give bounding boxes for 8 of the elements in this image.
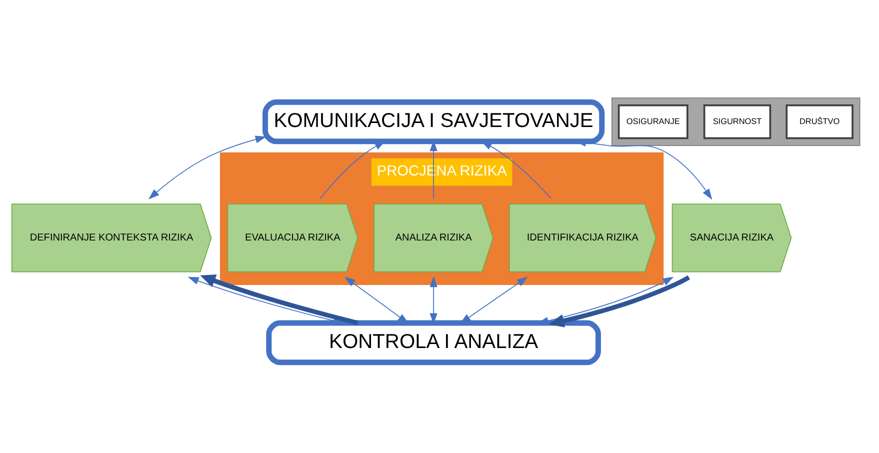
arrow: [148, 136, 266, 200]
node-box: KONTROLA I ANALIZA: [266, 320, 601, 366]
arrow: [548, 275, 690, 328]
cluster: [611, 98, 860, 146]
node-box: OSIGURANJE: [618, 104, 688, 140]
node-box: DRUŠTVO: [786, 104, 854, 140]
node-box: SIGURNOST: [703, 104, 772, 140]
node-box: KOMUNIKACIJA I SAVJETOVANJE: [262, 99, 605, 144]
